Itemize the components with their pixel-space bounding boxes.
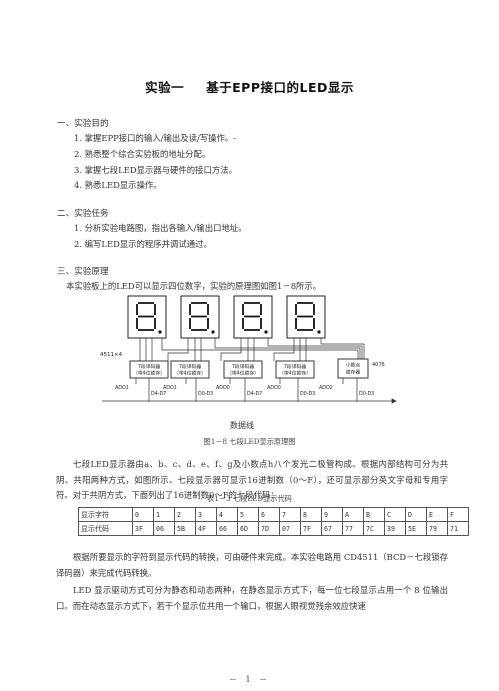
table-cell: 5	[237, 507, 259, 522]
seven-segment-display-2	[180, 295, 220, 339]
table-cell: 4	[216, 507, 238, 522]
addr-label-1: ADO1	[115, 385, 129, 391]
seven-segment-code-table: 显示字符 0 1 2 3 4 5 6 7 8 9 A B C D E F 显示代…	[78, 507, 469, 536]
table-cell: 67	[321, 521, 343, 536]
table-cell: 39	[384, 521, 406, 536]
purpose-item-3: 3. 掌握七段LED显示器与硬件的接口方法。	[74, 165, 238, 175]
page-title: 实验一 基于EPP接口的LED显示	[0, 77, 499, 96]
table-cell: 79	[426, 521, 448, 536]
table-cell: 7D	[258, 521, 280, 536]
table-cell: 7F	[300, 521, 322, 536]
paragraph-hardware-conversion: 根据所要显示的字符到显示代码的转换，可由硬件来完成。本实验电路用 CD4511（…	[56, 552, 448, 578]
table-cell: 5B	[174, 521, 196, 536]
table-cell: 07	[279, 521, 301, 536]
bus-label-3: D4-D7	[247, 391, 262, 397]
bus-wires	[102, 378, 397, 404]
table-cell: A	[342, 507, 364, 522]
table-cell: 5E	[405, 521, 427, 536]
paragraph-led-description: 七段LED显示器由a、b、c、d、e、f、g及小数点h八个发光二极管构成。根据内…	[56, 459, 448, 500]
table-caption: 表1－3 七段LED显示代码	[207, 494, 292, 503]
decoder-2-line2: （带4位锁存）	[174, 370, 206, 377]
decoder-chip-2: 7段译码器 （带4位锁存）	[170, 360, 210, 379]
table-cell: 7C	[363, 521, 385, 536]
purpose-item-2: 2. 熟悉整个综合实验板的地址分配。	[74, 149, 211, 159]
table-cell: C	[384, 507, 406, 522]
latch-line2: 锁存器	[346, 369, 361, 376]
bus-label-1: D4-D7	[151, 391, 166, 397]
chip-4076-label: 4076	[372, 362, 385, 368]
table-cell: 7	[279, 507, 301, 522]
table-cell: 0	[132, 507, 154, 522]
page-number: － 1 －	[228, 675, 271, 684]
table-cell: 3	[195, 507, 217, 522]
decoder-3-line2: （带4位锁存）	[227, 370, 259, 377]
purpose-item-1: 1. 掌握EPP接口的输入/输出及读/写操作。-	[74, 133, 237, 143]
purpose-item-4: 4. 熟悉LED显示操作。	[74, 180, 162, 190]
bus-label-5: D0-D3	[359, 391, 374, 397]
table-cell: 3F	[132, 521, 154, 536]
chip-4511-label: 4511×4	[100, 352, 123, 358]
decoder-1-line2: （带4位锁存）	[133, 370, 165, 377]
bus-label-4: D0-D3	[300, 391, 315, 397]
addr-label-4: ADO0	[267, 385, 281, 391]
table-cell: 6	[258, 507, 280, 522]
task-item-2: 2. 编写LED显示的程序并调试通过。	[74, 239, 212, 249]
figure-caption: 图1－8 七段LED显示原理图	[203, 437, 296, 446]
decoder-3-line1: 7段译码器	[232, 363, 254, 370]
display-wires	[139, 338, 365, 361]
table-cell: F	[447, 507, 469, 522]
task-item-1: 1. 分析实验电路图，指出各输入/输出口地址。	[74, 223, 247, 233]
table-cell: D	[405, 507, 427, 522]
led-circuit-diagram: 4511×4 7段译码器 （带4位锁存） 7段译码器 （带4位锁存） 7段译码器…	[100, 295, 397, 404]
section-heading-tasks: 二、实验任务	[57, 209, 109, 219]
addr-label-2: ADO1	[163, 385, 177, 391]
seven-segment-display-3	[233, 295, 273, 339]
decoder-2-line1: 7段译码器	[179, 363, 201, 370]
decoder-4-line1: 7段译码器	[284, 363, 306, 370]
paragraph-display-modes: LED 显示驱动方式可分为静态和动态两种，在静态显示方式下，每一位七段显示占用一…	[56, 585, 448, 611]
decimal-point-latch: 小数点 锁存器	[337, 358, 369, 379]
table-cell: 1	[153, 507, 175, 522]
decoder-4-line2: （带4位锁存）	[279, 370, 311, 377]
table-cell: 77	[342, 521, 364, 536]
table-cell: 2	[174, 507, 196, 522]
decoder-chip-4: 7段译码器 （带4位锁存）	[275, 360, 315, 379]
table-header-code: 显示代码	[78, 521, 133, 536]
table-header-char: 显示字符	[78, 507, 133, 522]
table-cell: 66	[216, 521, 238, 536]
table-row: 显示字符 0 1 2 3 4 5 6 7 8 9 A B C D E F	[78, 507, 469, 522]
principle-intro: 本实验板上的LED可以显示四位数字，实验的原理图如图1－8所示。	[66, 281, 322, 291]
section-heading-purpose: 一、实验目的	[57, 119, 109, 129]
bus-label-2: D0-D3	[198, 391, 213, 397]
experiment-number: 实验一	[145, 80, 185, 95]
addr-label-3: ADO0	[216, 385, 230, 391]
table-cell: 9	[321, 507, 343, 522]
table-cell: 06	[153, 521, 175, 536]
table-cell: B	[363, 507, 385, 522]
table-cell: E	[426, 507, 448, 522]
experiment-name: 基于EPP接口的LED显示	[206, 80, 354, 95]
decoder-chip-1: 7段译码器 （带4位锁存）	[129, 360, 169, 379]
addr-label-5: ADO2	[319, 385, 333, 391]
seven-segment-display-4	[286, 295, 326, 339]
latch-line1: 小数点	[346, 362, 361, 369]
data-bus-label: 数据线	[230, 421, 254, 430]
table-cell: 4F	[195, 521, 217, 536]
seven-segment-display-1	[127, 295, 167, 339]
table-cell: 6D	[237, 521, 259, 536]
table-cell: 71	[447, 521, 469, 536]
section-heading-principle: 三、实验原理	[57, 267, 109, 277]
decoder-chip-3: 7段译码器 （带4位锁存）	[223, 360, 263, 379]
table-cell: 8	[300, 507, 322, 522]
table-row: 显示代码 3F 06 5B 4F 66 6D 7D 07 7F 67 77 7C…	[78, 521, 469, 536]
decoder-1-line1: 7段译码器	[138, 363, 160, 370]
